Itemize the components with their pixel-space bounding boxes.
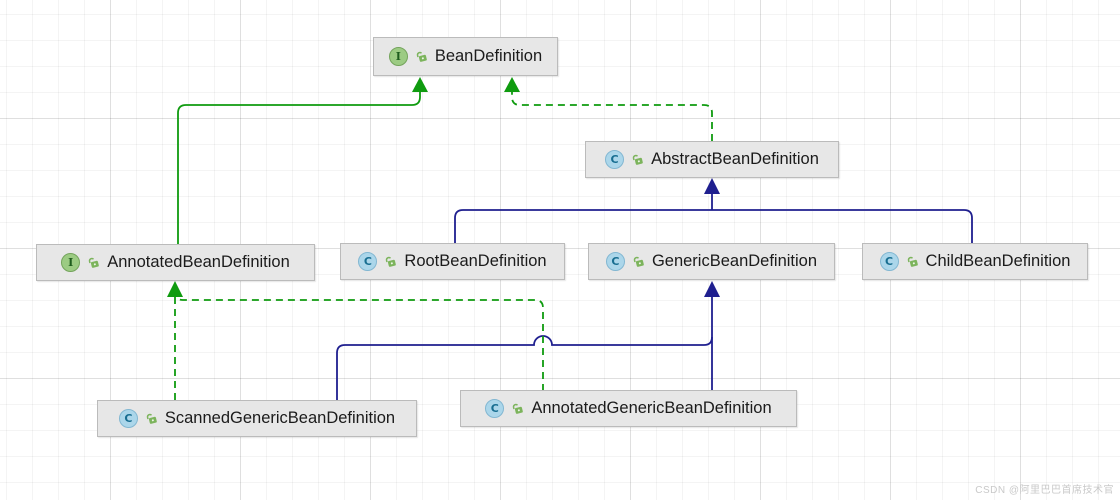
class-icon: C <box>485 399 505 418</box>
public-lock-icon <box>632 154 643 165</box>
public-lock-icon <box>513 403 524 414</box>
class-icon: C <box>118 409 138 428</box>
edge-annotatedbeandefinition-extends-beandefinition[interactable] <box>177 91 421 244</box>
public-lock-icon <box>416 51 427 62</box>
class-node-annotatedgenericbeandefinition[interactable]: C AnnotatedGenericBeanDefinition <box>460 390 797 427</box>
node-label: RootBeanDefinition <box>404 252 547 270</box>
class-node-beandefinition[interactable]: I BeanDefinition <box>373 37 558 76</box>
interface-icon: I <box>388 47 408 66</box>
public-lock-icon <box>146 413 157 424</box>
edge-abstractbeandefinition-implements-beandefinition[interactable] <box>511 92 713 141</box>
public-lock-icon <box>386 256 397 267</box>
csdn-watermark: CSDN @阿里巴巴首席技术官 <box>975 485 1114 496</box>
node-label: GenericBeanDefinition <box>651 252 818 270</box>
class-node-genericbeandefinition[interactable]: C GenericBeanDefinition <box>588 243 835 280</box>
class-icon: C <box>605 252 625 271</box>
class-node-scannedgenericbeandefinition[interactable]: C ScannedGenericBeanDefinition <box>97 400 417 437</box>
interface-icon: I <box>61 253 81 272</box>
class-node-rootbeandefinition[interactable]: C RootBeanDefinition <box>340 243 565 280</box>
node-label: AnnotatedBeanDefinition <box>107 253 290 271</box>
edge-arrowhead-implements-beandefinition-right <box>504 77 520 92</box>
edge-arrowhead-extends-beandefinition-left <box>412 77 428 92</box>
node-label: BeanDefinition <box>434 47 543 65</box>
edge-arrowhead-implements-annotatedbeandefinition <box>167 281 183 297</box>
edge-arrowhead-extends-genericbeandefinition <box>704 281 720 297</box>
node-label: ChildBeanDefinition <box>925 252 1071 270</box>
edge-scannedgeneric-extends-genericbeandefinition[interactable] <box>336 335 713 400</box>
class-icon: C <box>605 150 625 169</box>
public-lock-icon <box>633 256 644 267</box>
public-lock-icon <box>907 256 918 267</box>
class-node-childbeandefinition[interactable]: C ChildBeanDefinition <box>862 243 1088 280</box>
edge-arrowhead-extends-abstractbeandefinition <box>704 178 720 194</box>
class-node-annotatedbeandefinition[interactable]: I AnnotatedBeanDefinition <box>36 244 315 281</box>
node-label: AnnotatedGenericBeanDefinition <box>531 399 772 417</box>
node-label: ScannedGenericBeanDefinition <box>164 409 396 427</box>
class-icon: C <box>358 252 378 271</box>
edge-annotatedgeneric-implements-annotatedbeandefinition[interactable] <box>174 291 544 391</box>
class-node-abstractbeandefinition[interactable]: C AbstractBeanDefinition <box>585 141 839 178</box>
edge-children-extend-abstractbeandefinition-bracket[interactable] <box>454 209 973 243</box>
node-label: AbstractBeanDefinition <box>651 150 819 168</box>
public-lock-icon <box>89 257 100 268</box>
class-icon: C <box>879 252 899 271</box>
